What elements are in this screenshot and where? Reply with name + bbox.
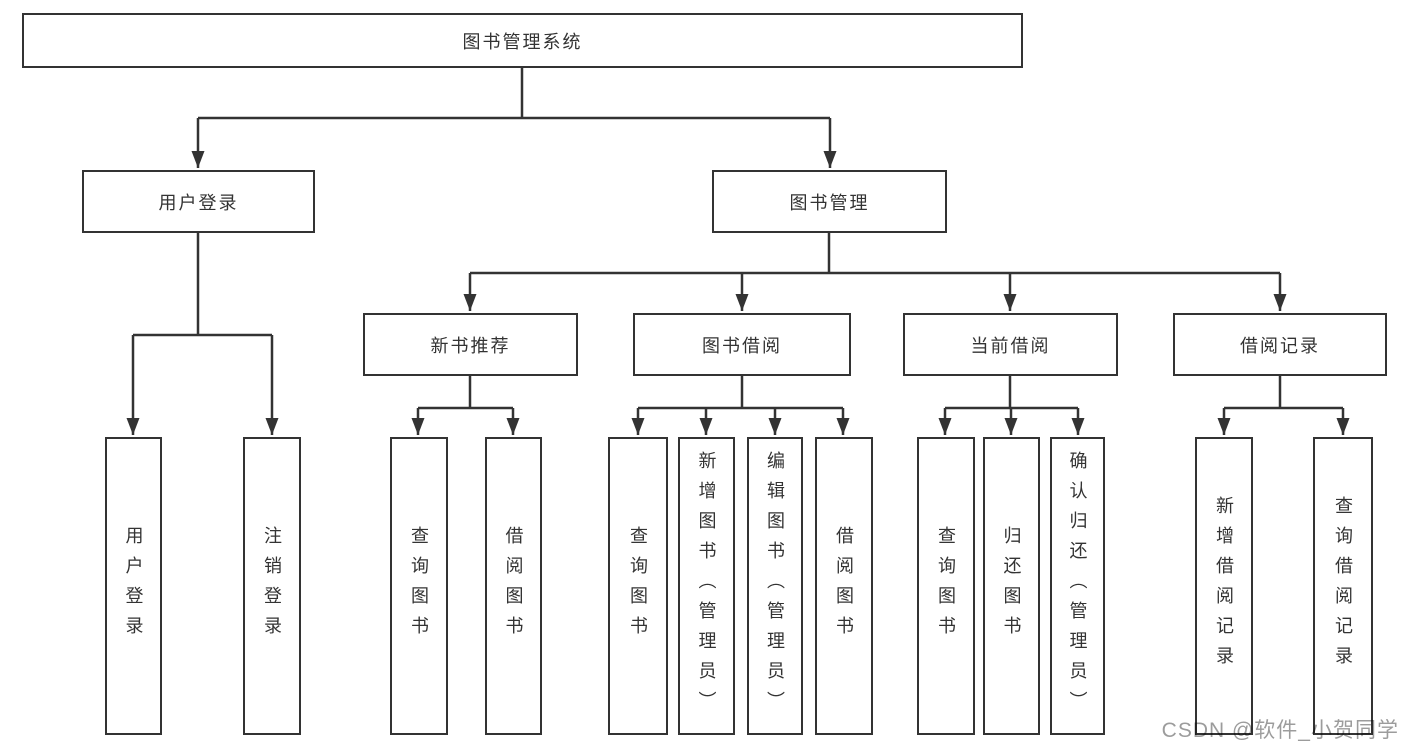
node-label: 用户登录: [123, 526, 144, 646]
node-label: 查询借阅记录: [1333, 496, 1353, 676]
node-user-login: 用户登录: [82, 170, 315, 233]
leaf-user-login: 用户登录: [105, 437, 162, 735]
leaf-query-borrow-record: 查询借阅记录: [1313, 437, 1373, 735]
node-current-borrow: 当前借阅: [903, 313, 1118, 376]
node-system-root: 图书管理系统: [22, 13, 1023, 68]
node-book-management: 图书管理: [712, 170, 947, 233]
csdn-watermark: CSDN @软件_小贺同学: [1161, 719, 1399, 742]
node-label: 新书推荐: [430, 335, 511, 356]
node-label: 确认归还（管理员）: [1067, 451, 1088, 721]
node-label: 图书管理: [789, 192, 870, 213]
leaf-logout: 注销登录: [243, 437, 301, 735]
node-label: 归还图书: [1001, 526, 1022, 646]
node-label: 图书管理系统: [462, 31, 583, 52]
leaf-query-book: 查询图书: [390, 437, 448, 735]
node-label: 新增借阅记录: [1214, 496, 1234, 676]
node-new-book-recommend: 新书推荐: [363, 313, 578, 376]
node-label: 借阅图书: [503, 526, 524, 646]
leaf-edit-book-admin: 编辑图书（管理员）: [747, 437, 803, 735]
node-label: 查询图书: [409, 526, 429, 646]
node-label: 编辑图书（管理员）: [765, 451, 785, 721]
node-label: 借阅图书: [834, 526, 854, 646]
leaf-confirm-return-admin: 确认归还（管理员）: [1050, 437, 1105, 735]
node-borrow-records: 借阅记录: [1173, 313, 1387, 376]
leaf-query-book: 查询图书: [608, 437, 668, 735]
leaf-add-book-admin: 新增图书（管理员）: [678, 437, 735, 735]
leaf-query-book: 查询图书: [917, 437, 975, 735]
node-label: 新增图书（管理员）: [696, 451, 717, 721]
leaf-borrow-book: 借阅图书: [485, 437, 542, 735]
node-label: 查询图书: [936, 526, 956, 646]
node-label: 当前借阅: [970, 335, 1051, 356]
node-book-borrow: 图书借阅: [633, 313, 851, 376]
leaf-return-book: 归还图书: [983, 437, 1040, 735]
node-label: 图书借阅: [702, 335, 782, 356]
node-label: 查询图书: [628, 526, 648, 646]
leaf-borrow-book: 借阅图书: [815, 437, 873, 735]
node-label: 注销登录: [262, 526, 282, 646]
node-label: 借阅记录: [1240, 335, 1320, 356]
leaf-add-borrow-record: 新增借阅记录: [1195, 437, 1253, 735]
node-label: 用户登录: [158, 192, 239, 213]
